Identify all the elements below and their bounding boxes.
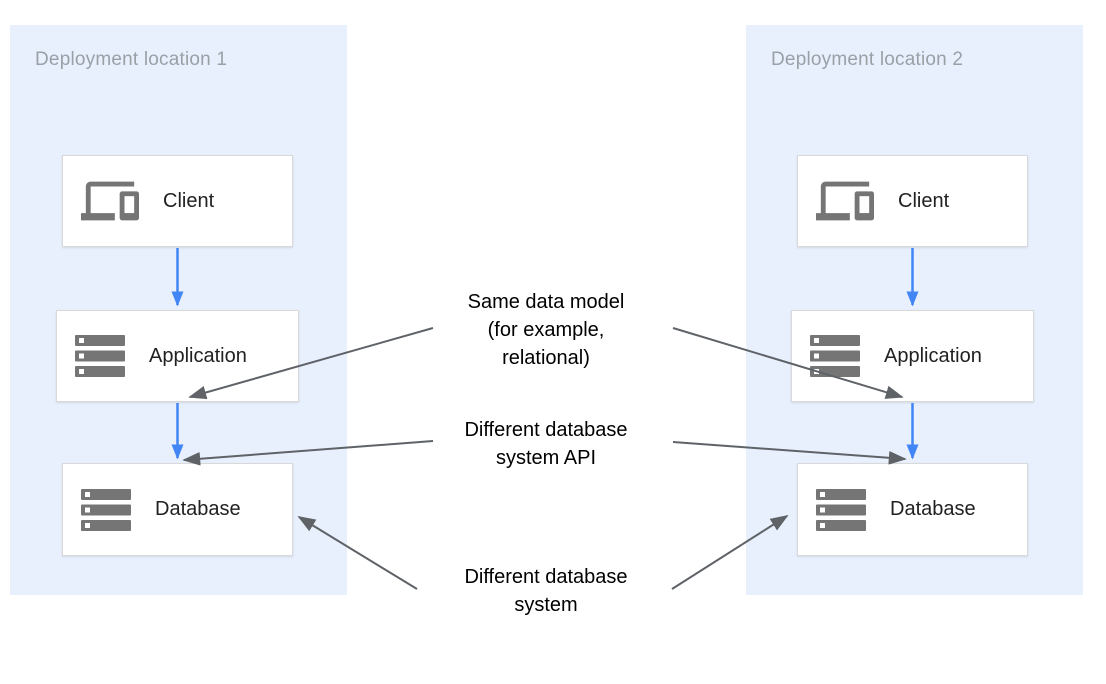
client-node-location-1: Client (62, 155, 293, 247)
database-node-location-1: Database (62, 463, 293, 556)
annotation-same-data-model: Same data model (for example, relational… (396, 288, 696, 372)
application-node-location-2: Application (791, 310, 1034, 402)
client-node-location-2: Client (797, 155, 1028, 247)
node-label: Client (898, 189, 950, 212)
devices-icon (816, 181, 874, 221)
database-node-location-2: Database (797, 463, 1028, 556)
node-label: Client (163, 189, 215, 212)
annotation-line: Different database (464, 566, 628, 588)
storage-icon (810, 335, 860, 377)
annotation-line: relational) (502, 347, 590, 369)
devices-icon (81, 181, 139, 221)
annotation-line: Same data model (467, 291, 625, 313)
application-node-location-1: Application (56, 310, 299, 402)
annotation-line: system (514, 594, 578, 616)
annotation-different-db-system-api: Different database system API (396, 416, 696, 472)
annotation-line: Different database (464, 419, 628, 441)
annotation-different-db-system: Different database system (396, 563, 696, 619)
panel-title: Deployment location 2 (771, 49, 964, 70)
storage-icon (75, 335, 125, 377)
node-label: Application (884, 344, 982, 367)
storage-icon (816, 488, 866, 531)
panel-title: Deployment location 1 (35, 49, 228, 70)
node-label: Application (149, 344, 247, 367)
node-label: Database (155, 498, 241, 520)
annotation-line: system API (495, 447, 597, 469)
node-label: Database (890, 498, 976, 520)
annotation-line: (for example, (487, 319, 605, 341)
storage-icon (81, 488, 131, 531)
